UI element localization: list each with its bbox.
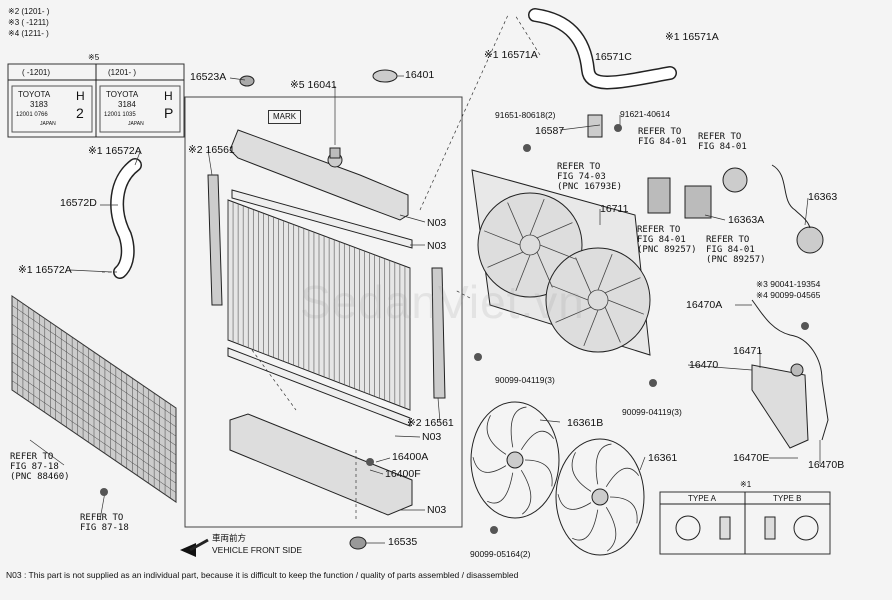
label-16041[interactable]: ※5 16041 xyxy=(290,79,337,91)
radiator-core xyxy=(227,199,411,411)
upper-tank xyxy=(229,129,409,221)
ref-fig-84-01-a[interactable]: REFER TO FIG 84-01 xyxy=(638,127,687,147)
cap1-code1: H xyxy=(76,89,85,103)
front-kanji: 車両前方 xyxy=(212,533,247,543)
cap-table-marker: ※5 xyxy=(88,53,100,62)
resistor-b xyxy=(684,185,712,219)
label-16471[interactable]: 16471 xyxy=(733,345,763,357)
label-16572A-bot[interactable]: ※1 16572A xyxy=(18,264,72,276)
cap2-country: JAPAN xyxy=(128,121,144,127)
label-16572D[interactable]: 16572D xyxy=(60,197,97,209)
cap1-fine: 12001 0766 xyxy=(16,112,48,118)
label-16572A-top[interactable]: ※1 16572A xyxy=(88,145,142,157)
label-16363A[interactable]: 16363A xyxy=(728,214,765,226)
upper-tank-neck xyxy=(329,147,341,159)
type-a-label: TYPE A xyxy=(688,494,717,503)
side-seal-left xyxy=(207,174,223,306)
label-91621[interactable]: 91621-40614 xyxy=(620,109,671,119)
legend-line-1: ※2 (1201- ) xyxy=(8,7,50,16)
motor-harness xyxy=(771,164,811,229)
label-16400F[interactable]: 16400F xyxy=(385,468,421,480)
clamp-type-b-ring xyxy=(793,515,819,541)
ref-fig-84-01-c[interactable]: REFER TO FIG 84-01 (PNC 89257) xyxy=(637,225,697,255)
legend-line-3: ※4 (1211- ) xyxy=(8,29,49,38)
ref-fig-74-03[interactable]: REFER TO FIG 74-03 (PNC 16793E) xyxy=(557,162,623,192)
label-16571A-left[interactable]: ※1 16571A xyxy=(484,49,538,61)
watermark: SedanViet.vn xyxy=(300,276,585,328)
drain-cap-16523A xyxy=(239,75,255,87)
label-16470A[interactable]: 16470A xyxy=(686,299,723,311)
cap1-code2: 2 xyxy=(76,105,84,121)
label-n03-4: N03 xyxy=(427,504,447,516)
label-n03-2: N03 xyxy=(427,240,447,252)
cap2-code2: P xyxy=(164,105,174,121)
label-16587[interactable]: 16587 xyxy=(535,125,565,137)
condenser xyxy=(11,295,177,503)
fan-16361B xyxy=(470,401,560,519)
label-n03-3: N03 xyxy=(422,431,442,443)
label-16571A-right[interactable]: ※1 16571A xyxy=(665,31,719,43)
label-16470[interactable]: 16470 xyxy=(689,359,719,371)
label-16361B[interactable]: 16361B xyxy=(567,417,604,429)
label-91651[interactable]: 91651-80618(2) xyxy=(495,110,556,120)
side-seal-right xyxy=(431,267,446,399)
mark-label: MARK xyxy=(268,110,302,124)
label-16470E[interactable]: 16470E xyxy=(733,452,770,464)
label-16401[interactable]: 16401 xyxy=(405,69,435,81)
type-b-label: TYPE B xyxy=(773,494,802,503)
top-seal xyxy=(231,189,413,249)
label-16400A[interactable]: 16400A xyxy=(392,451,429,463)
ref-fig-87-18-b[interactable]: REFER TO FIG 87-18 xyxy=(80,513,129,533)
fan-motor-16363A xyxy=(722,167,748,193)
label-16470B[interactable]: 16470B xyxy=(808,459,845,471)
clamp-type-a-tab xyxy=(719,516,731,540)
front-label: VEHICLE FRONT SIDE xyxy=(212,545,303,555)
label-16363[interactable]: 16363 xyxy=(808,191,838,203)
label-16561-top[interactable]: ※2 16561 xyxy=(188,144,235,156)
cap1-number: 3183 xyxy=(30,100,48,109)
label-16571C[interactable]: 16571C xyxy=(595,51,632,63)
label-16561-bot[interactable]: ※2 16561 xyxy=(407,417,454,429)
cap2-brand: TOYOTA xyxy=(106,90,139,99)
label-90099-04119-a[interactable]: 90099-04119(3) xyxy=(495,375,555,385)
lower-tank xyxy=(229,413,413,516)
lower-tank-seal xyxy=(227,347,411,427)
fan-16361 xyxy=(555,438,645,556)
label-90099-04565[interactable]: ※4 90099-04565 xyxy=(756,290,821,300)
ref-fig-84-01-d[interactable]: REFER TO FIG 84-01 (PNC 89257) xyxy=(706,235,766,265)
front-arrow xyxy=(180,543,196,557)
cap1-country: JAPAN xyxy=(40,121,56,127)
ref-fig-84-01-b[interactable]: REFER TO FIG 84-01 xyxy=(698,132,747,152)
footnote: N03 : This part is not supplied as an in… xyxy=(6,570,519,580)
clamp-type-b-tab xyxy=(764,516,776,540)
cap2-number: 3184 xyxy=(118,100,136,109)
radiator-cap-16401 xyxy=(372,69,398,83)
label-90099-04119-b[interactable]: 90099-04119(3) xyxy=(622,407,682,417)
mount-16535 xyxy=(349,536,367,550)
type-box-marker: ※1 xyxy=(740,480,752,489)
label-16361[interactable]: 16361 xyxy=(648,452,678,464)
label-90041[interactable]: ※3 90041-19354 xyxy=(756,279,821,289)
fan-shroud xyxy=(471,169,651,356)
cap2-fine: 12001 1035 xyxy=(104,112,136,118)
ref-fig-87-18-a[interactable]: REFER TO FIG 87-18 (PNC 88460) xyxy=(10,452,70,482)
reserve-tank xyxy=(751,299,829,449)
label-16535[interactable]: 16535 xyxy=(388,536,418,548)
label-16523A[interactable]: 16523A xyxy=(190,71,227,83)
fan-motor-16363 xyxy=(796,226,824,254)
clamp-type-a-ring xyxy=(675,515,701,541)
label-n03-1: N03 xyxy=(427,217,447,229)
bracket-16587 xyxy=(587,114,603,138)
cap1-brand: TOYOTA xyxy=(18,90,51,99)
cap-col1-header: ( -1201) xyxy=(22,68,51,77)
resistor-a xyxy=(647,177,671,214)
label-90099-05164[interactable]: 90099-05164(2) xyxy=(470,549,531,559)
radiator-group-frame xyxy=(184,96,463,528)
cap-col2-header: (1201- ) xyxy=(108,68,137,77)
legend-line-2: ※3 ( -1211) xyxy=(8,18,49,27)
cap2-code1: H xyxy=(164,89,173,103)
label-16711[interactable]: 16711 xyxy=(600,203,629,215)
